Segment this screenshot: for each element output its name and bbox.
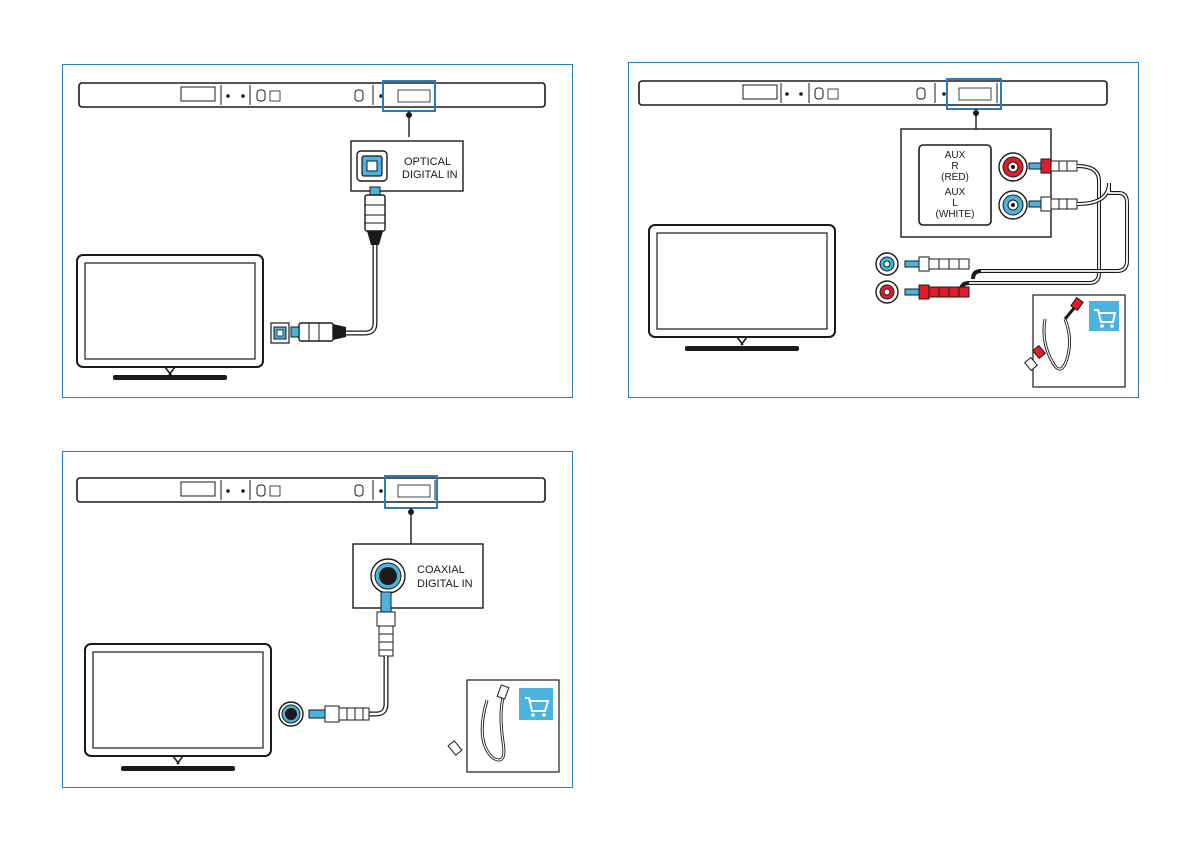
aux-l-jack-icon: [999, 191, 1027, 219]
rca-plug-red-tv: [905, 285, 969, 299]
coaxial-label-line2: DIGITAL IN: [417, 578, 473, 590]
optical-plug-top: [365, 187, 385, 245]
coaxial-cable: [369, 656, 386, 714]
optical-label-line2: DIGITAL IN: [402, 169, 458, 181]
soundbar-icon: [79, 83, 545, 107]
tv-optical-port-icon: [271, 323, 289, 343]
shopping-cart-icon: [519, 688, 553, 720]
aux-r-line1: AUX: [945, 150, 966, 161]
optical-connection-panel: OPTICAL DIGITAL IN: [62, 64, 573, 398]
tv-icon: [649, 225, 835, 351]
aux-l-line2: L: [952, 198, 958, 209]
aux-connection-panel: AUX R (RED) AUX L (WHITE): [628, 62, 1139, 398]
optical-port-icon: [357, 151, 387, 181]
coaxial-diagram: COAXIAL DIGITAL IN: [63, 452, 572, 787]
shopping-cart-icon: [1089, 301, 1119, 331]
aux-r-jack-icon: [999, 153, 1027, 181]
optical-cable: [346, 245, 375, 333]
tv-coaxial-jack-icon: [279, 702, 303, 726]
coaxial-port-icon: [371, 559, 405, 593]
optical-plug-bottom: [291, 323, 346, 341]
tv-icon: [77, 255, 263, 380]
aux-diagram: AUX R (RED) AUX L (WHITE): [629, 63, 1138, 397]
rca-plug-white-tv: [905, 257, 969, 271]
coaxial-label-line1: COAXIAL: [417, 564, 465, 576]
aux-r-line3: (RED): [941, 172, 969, 183]
tv-icon: [85, 644, 271, 771]
aux-l-line3: (WHITE): [936, 209, 975, 220]
aux-l-line1: AUX: [945, 187, 966, 198]
soundbar-icon: [77, 478, 545, 502]
soundbar-icon: [639, 81, 1107, 105]
coaxial-plug-bottom: [309, 706, 369, 722]
aux-r-line2: R: [951, 161, 958, 172]
tv-rca-white-jack-icon: [876, 253, 898, 275]
optical-label-line1: OPTICAL: [404, 156, 451, 168]
tv-rca-red-jack-icon: [876, 281, 898, 303]
coaxial-connection-panel: COAXIAL DIGITAL IN: [62, 451, 573, 788]
optical-diagram: OPTICAL DIGITAL IN: [63, 65, 572, 397]
